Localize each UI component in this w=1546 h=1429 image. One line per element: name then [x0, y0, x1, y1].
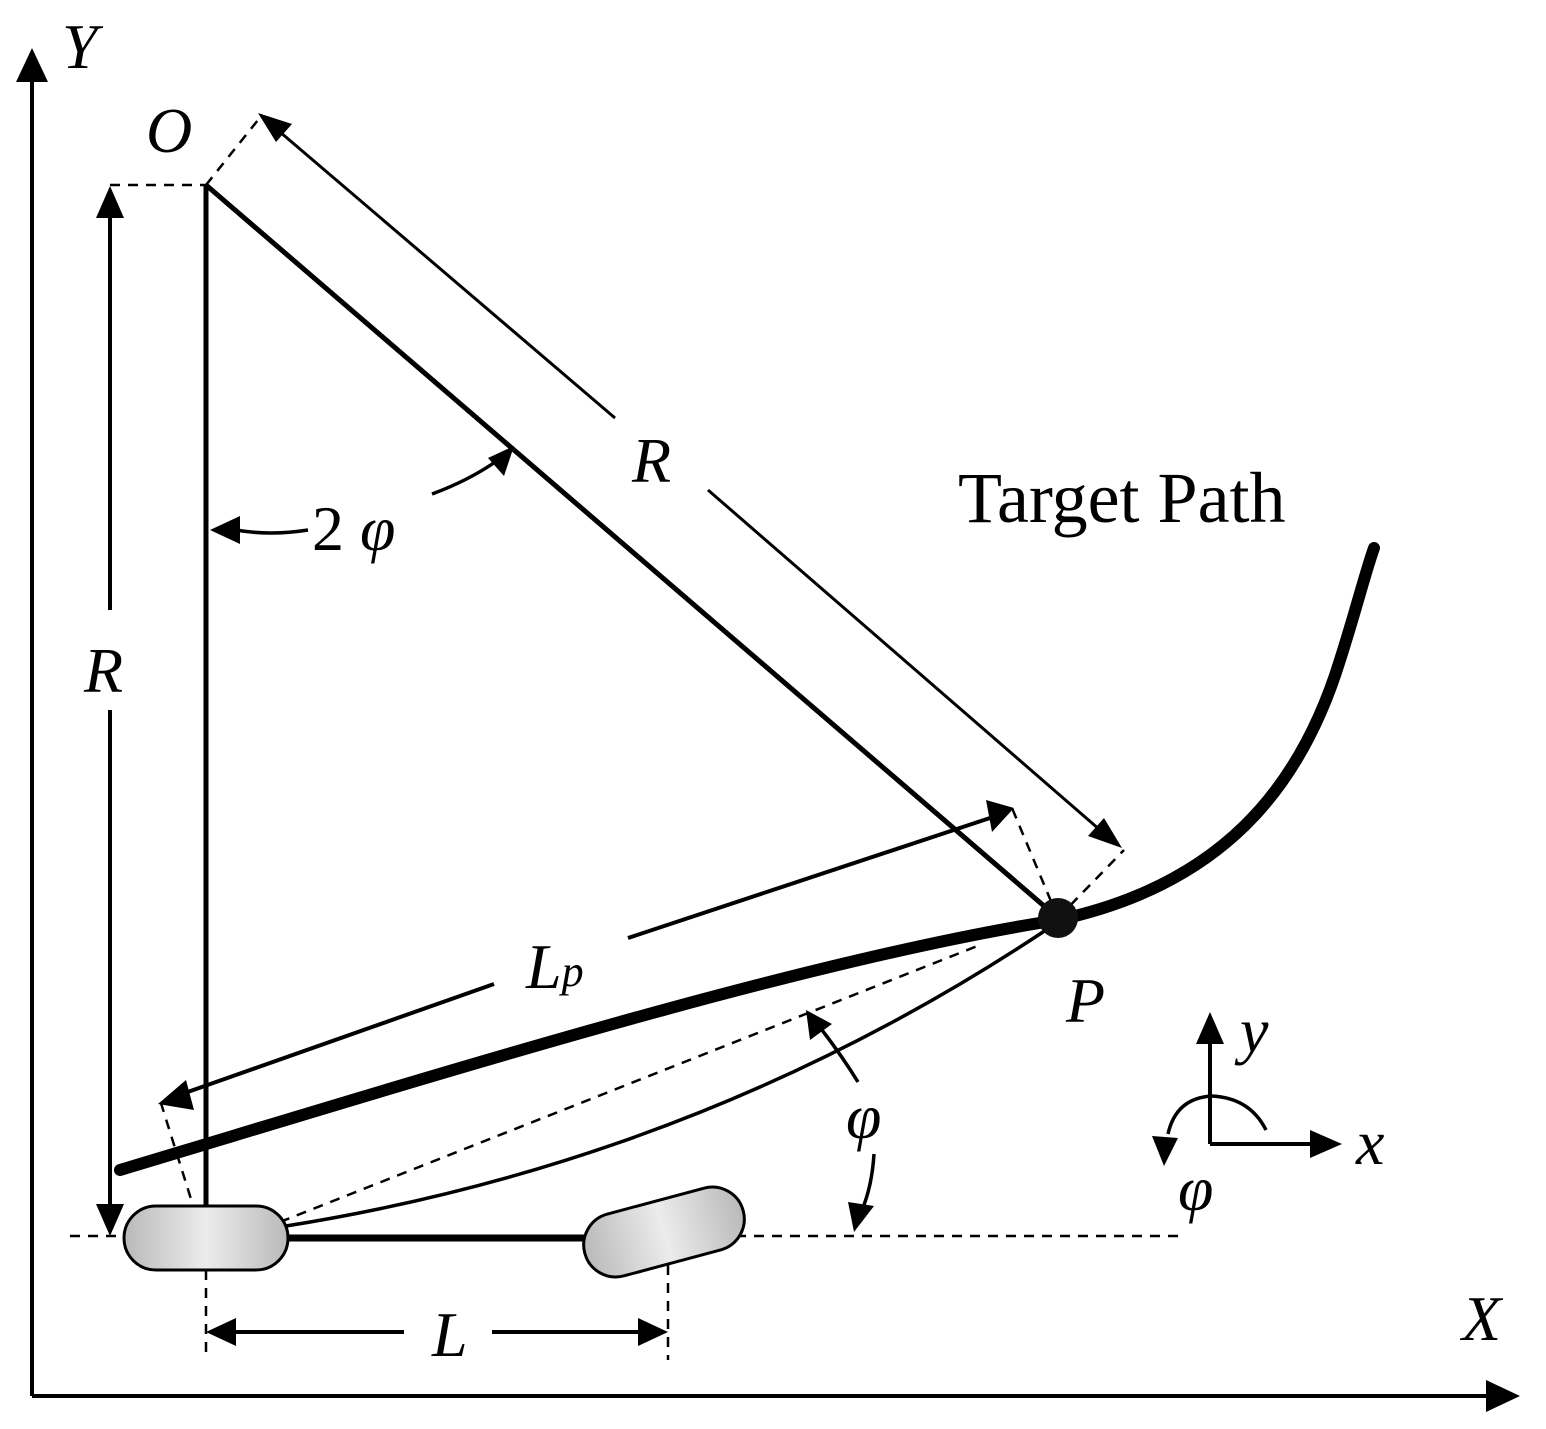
p-diag-extension: [1057, 849, 1125, 919]
goal-point-label: P: [1065, 965, 1105, 1036]
vehicle: [122, 1185, 746, 1279]
dashed-guides: [70, 119, 1180, 1360]
diagonal-radius-line: [204, 183, 1060, 920]
global-axes: X Y: [16, 11, 1520, 1412]
diagonal-r-label: R: [631, 425, 671, 496]
local-y-label: y: [1234, 995, 1269, 1066]
o-diag-extension: [205, 119, 259, 186]
left-r-dimension: R: [83, 186, 124, 1236]
wheelbase-dimension: L: [206, 1299, 668, 1370]
lookahead-subscript: p: [559, 947, 584, 996]
local-x-label: x: [1355, 1107, 1384, 1178]
lookahead-main: L: [525, 931, 562, 1002]
rear-wheel: [122, 1204, 290, 1272]
x-axis-label: X: [1459, 1283, 1504, 1354]
goal-point: [1038, 898, 1078, 938]
wheelbase-label: L: [431, 1299, 468, 1370]
heading-phi-label: φ: [846, 1081, 881, 1152]
local-phi-label: φ: [1178, 1153, 1213, 1224]
front-wheel: [582, 1185, 746, 1279]
local-frame: y x φ: [1152, 995, 1384, 1224]
x-axis-arrow: [1486, 1380, 1520, 1412]
target-path-label: Target Path: [958, 458, 1286, 538]
vehicle-arc: [285, 928, 1047, 1228]
lookahead-dimension: Lp: [158, 800, 1014, 1110]
lookahead-label: Lp: [525, 931, 584, 1002]
origin-label: O: [146, 95, 192, 166]
y-axis-arrow: [16, 48, 48, 82]
two-phi-angle: 2 φ: [210, 446, 514, 564]
two-phi-symbol: φ: [360, 493, 395, 564]
diagonal-r-dimension: R: [258, 113, 1122, 848]
heading-phi-angle: φ: [806, 1010, 881, 1232]
y-axis-label: Y: [62, 11, 104, 82]
two-phi-number: 2: [312, 493, 344, 564]
target-path-curve: [114, 542, 1380, 1176]
left-r-label: R: [83, 635, 123, 706]
